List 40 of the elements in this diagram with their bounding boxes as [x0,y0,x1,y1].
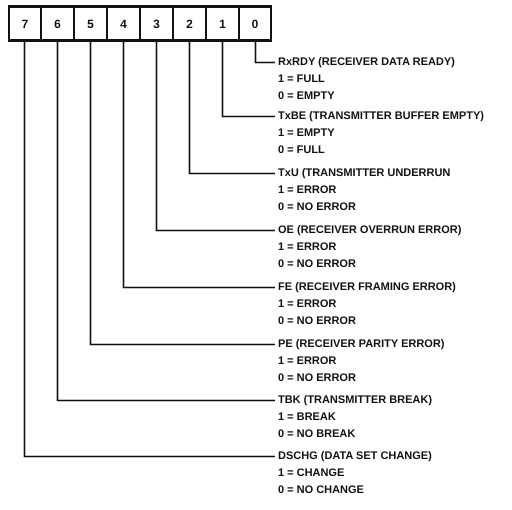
leader-line [156,42,275,232]
bit-value-note: 0 = NO ERROR [278,314,357,329]
bit-value-note: 1 = BREAK [278,410,337,425]
bit-cell: 2 [173,5,206,42]
bit-value-note: 0 = EMPTY [278,89,336,104]
leader-line [188,42,275,174]
bit-field-name: TxU (TRANSMITTER UNDERRUN [278,166,450,181]
bit-field-name: RxRDY (RECEIVER DATA READY) [278,55,455,70]
leader-line [122,42,275,288]
bit-field-name: TBK (TRANSMITTER BREAK) [278,393,432,408]
bit-field-name: OE (RECEIVER OVERRUN ERROR) [278,223,462,238]
bit-field-name: PE (RECEIVER PARITY ERROR) [278,337,444,352]
bit-value-note: 0 = NO ERROR [278,371,357,386]
bit-field-name: FE (RECEIVER FRAMING ERROR) [278,280,456,295]
bit-cell: 0 [239,5,272,42]
bit-value-note: 1 = ERROR [278,297,338,312]
bit-value-note: 0 = NO CHANGE [278,483,365,498]
leader-line [24,42,275,458]
bit-field-name: TxBE (TRANSMITTER BUFFER EMPTY) [278,109,484,124]
bit-value-note: 1 = ERROR [278,183,338,198]
bit-cell: 4 [107,5,140,42]
bit-value-note: 0 = NO ERROR [278,200,357,215]
bit-value-note: 0 = NO ERROR [278,257,357,272]
bit-value-note: 1 = CHANGE [278,466,346,481]
bit-field-name: DSCHG (DATA SET CHANGE) [278,449,432,464]
bit-value-note: 1 = EMPTY [278,126,336,141]
bit-cell: 3 [140,5,173,42]
bit-cell: 6 [41,5,74,42]
leader-line [56,42,275,402]
bit-value-note: 1 = FULL [278,72,326,87]
leader-line [222,42,275,118]
bit-value-note: 0 = NO BREAK [278,427,356,442]
leader-line [254,42,275,64]
bit-cell: 7 [8,5,41,42]
bit-value-note: 1 = ERROR [278,240,338,255]
bit-value-note: 1 = ERROR [278,354,338,369]
bit-cell: 5 [74,5,107,42]
bit-cell: 1 [206,5,239,42]
bit-value-note: 0 = FULL [278,143,326,158]
leader-line [90,42,275,346]
